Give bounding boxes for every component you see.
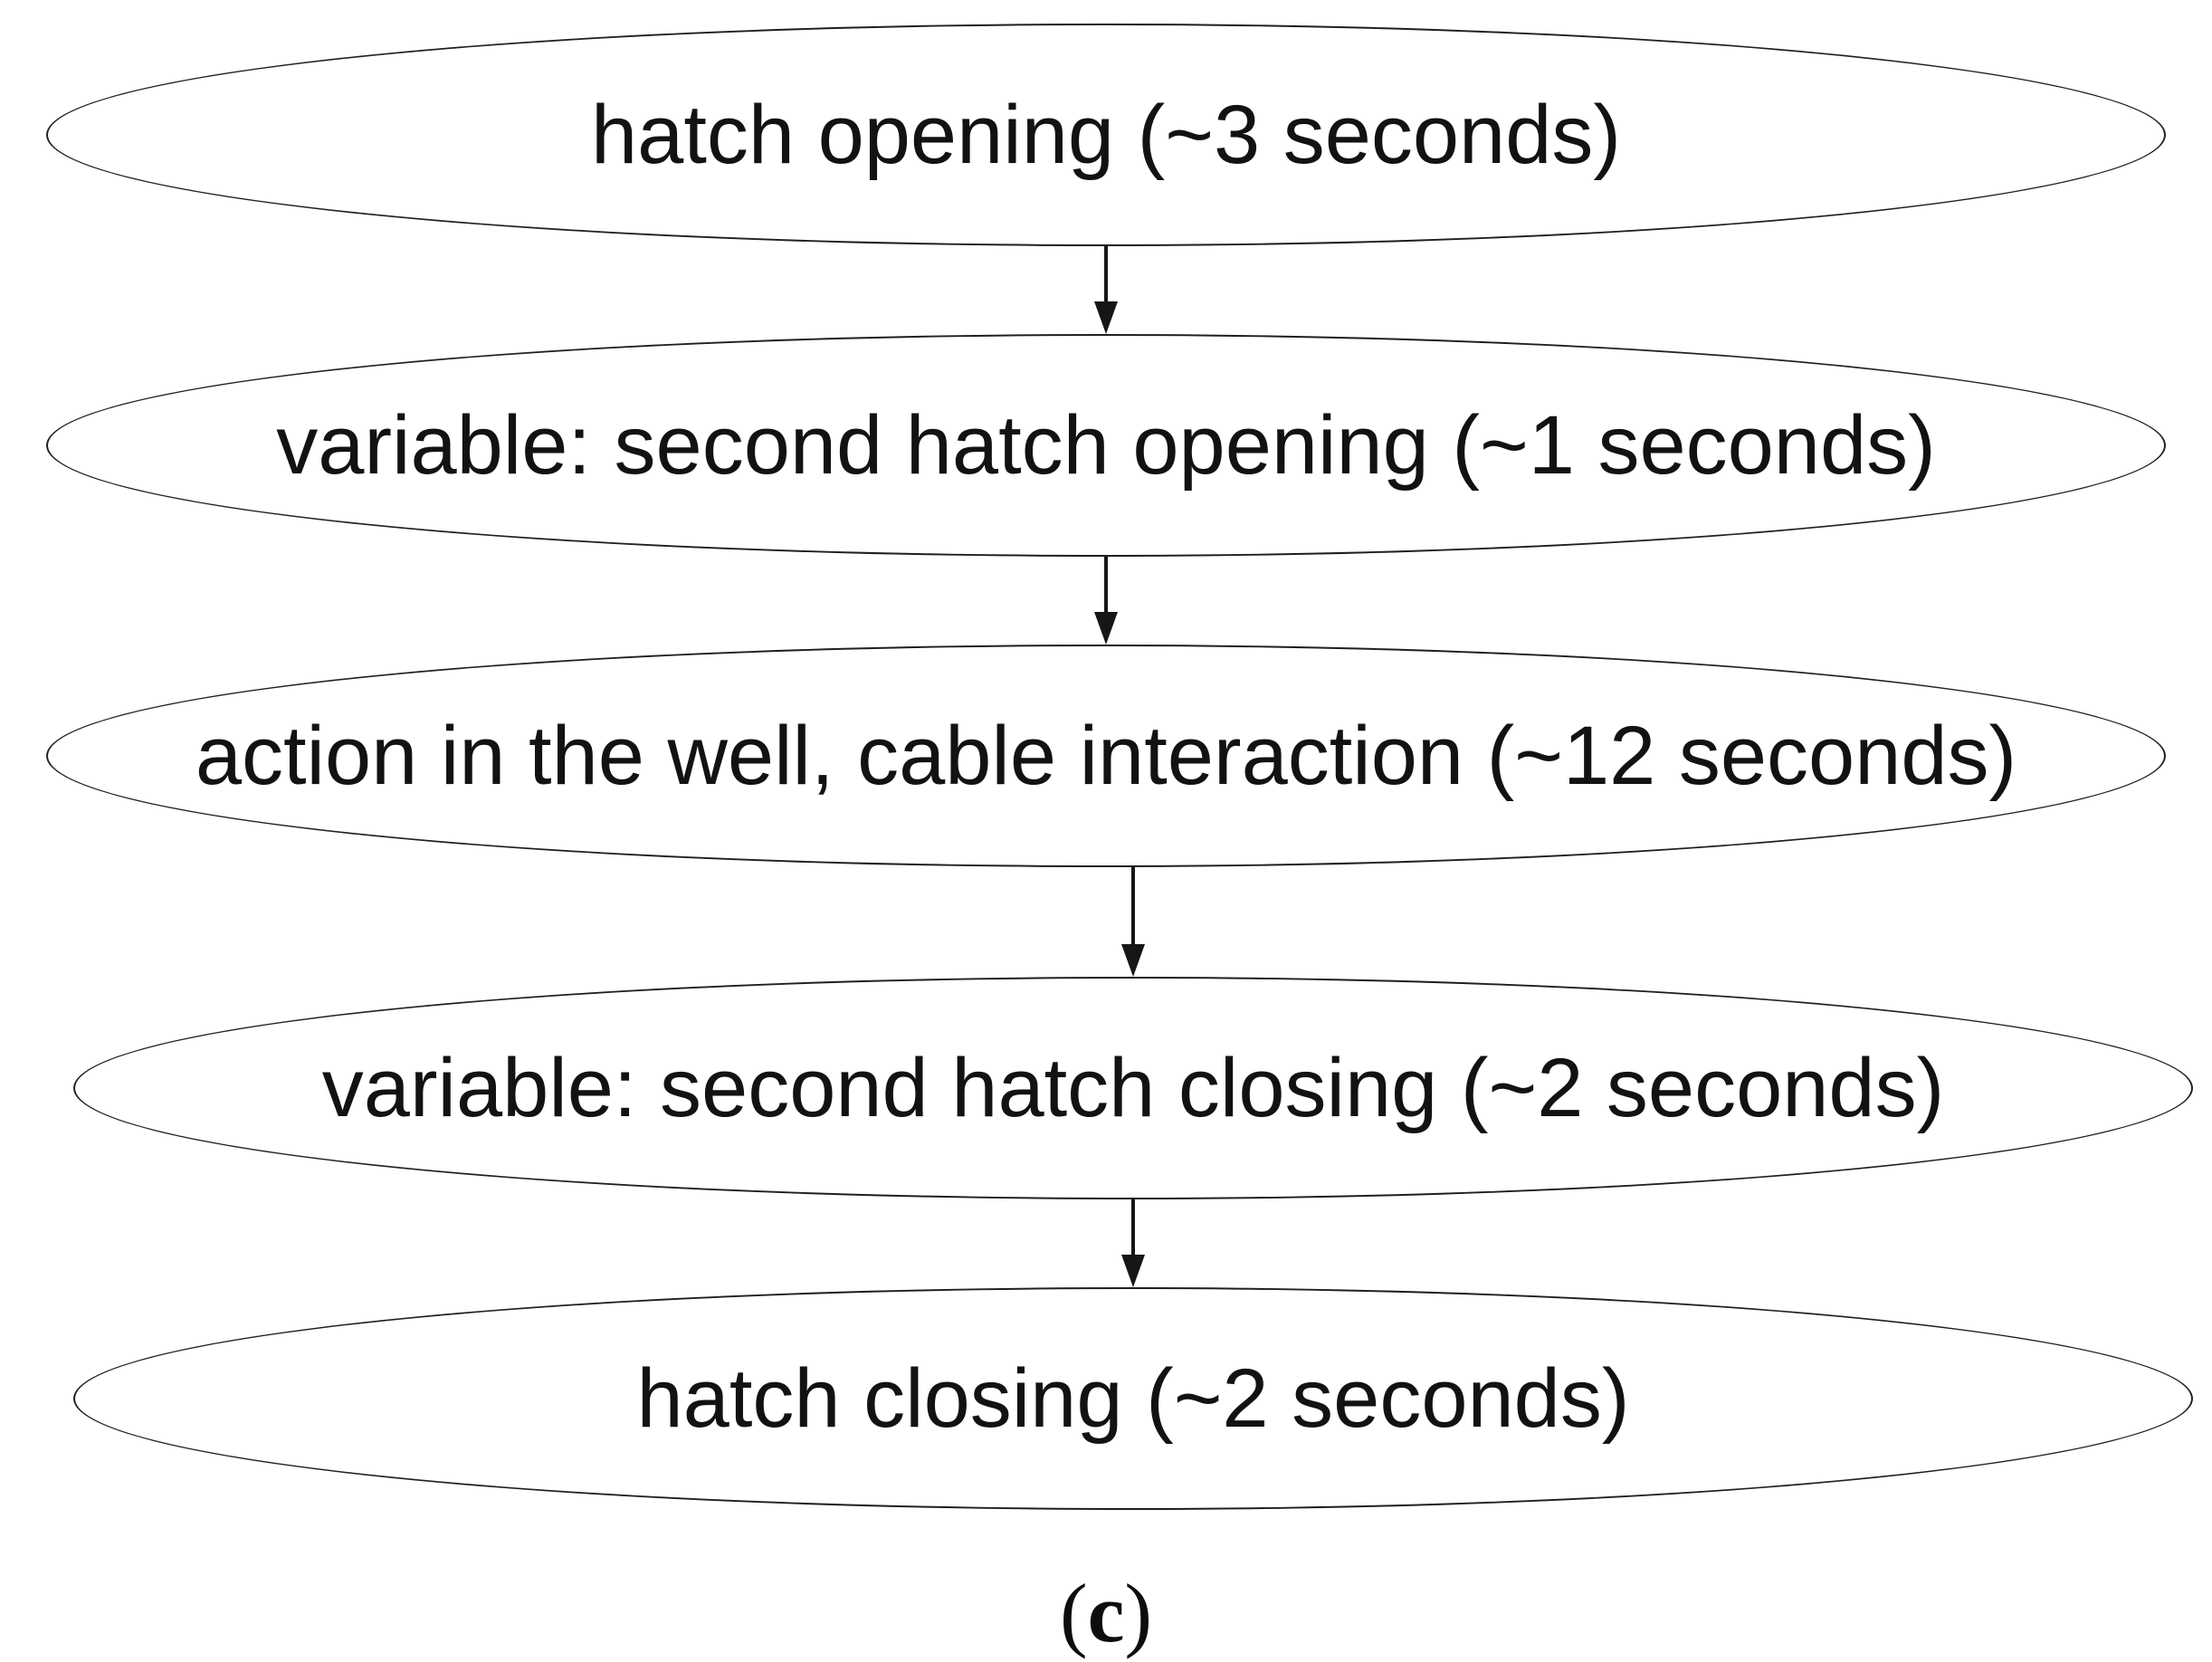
flow-node-hatch-opening: hatch opening (~3 seconds) xyxy=(46,24,2166,246)
caption-close-paren: ) xyxy=(1124,1567,1153,1659)
flow-node-label: hatch opening (~3 seconds) xyxy=(590,89,1621,181)
arrow-down-icon xyxy=(1121,867,1145,977)
flow-node-second-hatch-closing: variable: second hatch closing (~2 secon… xyxy=(73,977,2193,1199)
arrow-down-icon xyxy=(1094,557,1118,645)
arrow-down-icon xyxy=(1121,1199,1145,1287)
arrow-shaft xyxy=(1131,1199,1135,1255)
flow-node-well-cable-interaction: action in the well, cable interaction (~… xyxy=(46,645,2166,867)
arrow-shaft xyxy=(1104,557,1108,612)
arrow-head xyxy=(1094,612,1118,645)
flow-node-label: variable: second hatch closing (~2 secon… xyxy=(321,1042,1945,1134)
flow-node-second-hatch-opening: variable: second hatch opening (~1 secon… xyxy=(46,334,2166,557)
arrow-shaft xyxy=(1131,867,1135,944)
caption-open-paren: ( xyxy=(1059,1567,1088,1659)
arrow-down-icon xyxy=(1094,246,1118,334)
arrow-shaft xyxy=(1104,246,1108,301)
caption-letter: c xyxy=(1087,1567,1125,1659)
flow-node-label: hatch closing (~2 seconds) xyxy=(636,1352,1630,1445)
arrow-head xyxy=(1121,1255,1145,1287)
flow-node-hatch-closing: hatch closing (~2 seconds) xyxy=(73,1287,2193,1510)
arrow-head xyxy=(1121,944,1145,977)
flow-node-label: action in the well, cable interaction (~… xyxy=(195,710,2017,802)
figure-caption: (c) xyxy=(1060,1571,1152,1655)
flow-node-label: variable: second hatch opening (~1 secon… xyxy=(276,399,1936,492)
arrow-head xyxy=(1094,301,1118,334)
